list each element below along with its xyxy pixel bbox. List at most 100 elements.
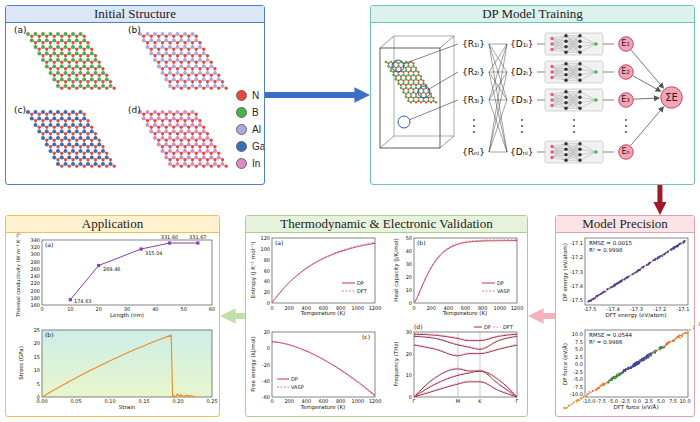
atom [94,136,98,140]
atom [172,116,176,120]
atom [75,155,79,159]
atom [161,149,165,153]
atom [79,32,83,36]
atom [83,61,86,64]
network-link [552,97,566,105]
atom [432,100,435,103]
atom [98,165,101,168]
atom [56,32,60,36]
atom [64,32,68,36]
atom [149,51,153,55]
atom [94,71,98,75]
atom [109,80,112,83]
atom [34,119,37,122]
atom [187,113,190,116]
atom [202,126,205,129]
network-link [566,92,580,103]
atom [176,80,179,83]
atom [49,67,52,70]
atom [172,165,175,168]
atom [172,113,175,116]
atom [202,87,205,90]
atom [195,126,198,129]
atom [415,101,417,103]
cell-edge [440,136,454,148]
atom [45,113,48,116]
atom [168,54,171,57]
atom [407,100,410,103]
atom [153,110,157,114]
atom [400,87,403,90]
atom [60,74,63,77]
atom [53,61,56,64]
atom [79,136,83,140]
atom [64,71,68,75]
atom [86,158,89,161]
atom [168,80,171,83]
atom [45,142,49,146]
atom [202,74,205,77]
atom [64,132,67,135]
atom [172,126,175,129]
atom [206,71,210,75]
atom [198,45,202,49]
atom [405,87,408,90]
atom [49,41,52,44]
atom [146,119,149,122]
atom [79,54,82,57]
atom [221,162,225,166]
atom [172,87,175,90]
atom [402,82,405,85]
atom [187,139,190,142]
atom [150,48,153,51]
atom [198,71,202,75]
atom [422,82,425,85]
atom [161,45,165,49]
atom [213,158,216,161]
atom [150,35,153,38]
atom [26,110,30,114]
atom [52,38,56,42]
atom [41,41,44,44]
atom [402,71,404,73]
neuron [564,107,567,110]
atom [202,155,206,159]
atom [71,45,75,49]
atom [198,123,202,127]
atom [38,35,41,38]
atom [142,38,146,42]
atom [52,142,56,146]
atom [71,54,74,57]
atom [217,74,220,77]
network-link [552,147,566,161]
atom [400,78,403,81]
atom [410,93,412,95]
network-link [552,78,566,81]
atom [187,116,191,120]
atom [64,119,67,122]
atom [225,165,228,168]
atom [202,64,206,68]
neuron [594,98,597,101]
atom [41,123,45,127]
atom [168,132,171,135]
network-link [566,36,580,47]
atom [407,71,409,73]
atom [161,67,164,70]
atom [385,61,388,64]
atom [98,152,101,155]
atom [83,126,86,129]
atom [83,113,86,116]
atom [412,80,414,82]
atom [82,64,86,68]
atom [60,87,63,90]
atom [198,145,201,148]
atom [75,48,78,51]
atom [34,123,38,127]
atom [97,142,101,146]
atom [179,129,183,133]
network-link [580,41,596,44]
mapping-line [489,44,507,100]
atom [68,35,71,38]
atom [153,45,157,49]
